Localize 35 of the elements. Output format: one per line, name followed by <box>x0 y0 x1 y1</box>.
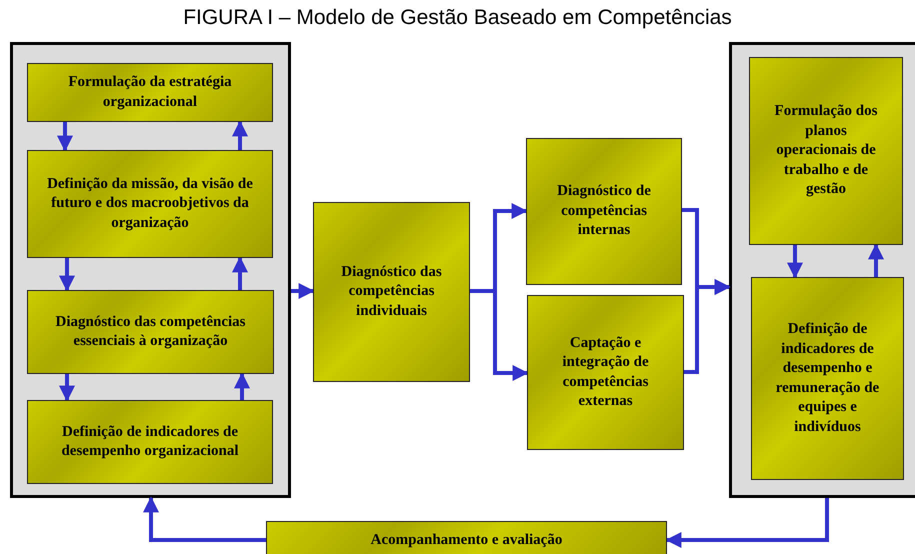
process-box <box>526 138 682 285</box>
process-box <box>266 521 667 554</box>
arrow <box>57 122 73 152</box>
box-label: Diagnóstico das competências essenciais à organização <box>54 312 246 351</box>
process-box <box>27 400 273 484</box>
process-box <box>27 63 273 122</box>
group-panel <box>10 42 291 498</box>
process-box <box>751 277 904 480</box>
arrow <box>232 120 248 150</box>
diagram-title: FIGURA I – Modelo de Gestão Baseado em Competências <box>182 6 733 30</box>
arrow <box>143 496 266 542</box>
process-box <box>527 295 684 450</box>
arrow <box>291 283 315 299</box>
process-box <box>27 290 274 374</box>
process-box <box>27 150 273 258</box>
arrow <box>868 243 884 277</box>
box-label: Diagnóstico das competências individuais <box>340 262 443 321</box>
arrow <box>234 372 250 400</box>
arrow <box>665 498 829 548</box>
box-label: Captação e integração de competências externas <box>561 334 650 411</box>
box-label: Definição da missão, da visão de futuro e dos macroobjetivos da organização <box>46 174 254 233</box>
box-label: Diagnóstico de competências internas <box>556 182 652 240</box>
arrow <box>232 256 248 290</box>
arrow <box>787 245 803 279</box>
box-label: Definição de indicadores de desempenho organizacional <box>60 422 240 461</box>
group-panel <box>729 42 915 498</box>
arrow <box>59 258 75 292</box>
box-label: Definição de indicadores de desempenho e remuneração de equipes e indivíduos <box>774 320 880 436</box>
arrow <box>684 279 731 374</box>
box-label: Formulação dos planos operacionais de trabalho e de gestão <box>774 102 878 200</box>
process-box <box>749 57 903 245</box>
process-box <box>313 202 470 382</box>
arrow <box>59 374 75 402</box>
box-label: Formulação da estratégia organizacional <box>67 73 233 112</box>
box-label: Acompanhamento e avaliação <box>370 531 562 550</box>
